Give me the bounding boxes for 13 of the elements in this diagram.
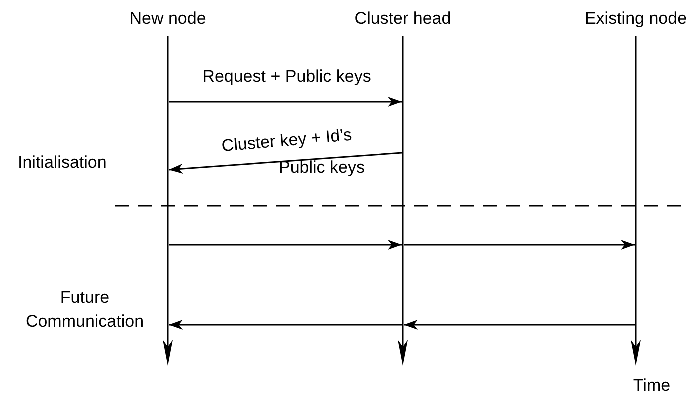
message-arrow	[169, 240, 402, 250]
annotation-text: Public keys	[278, 157, 366, 179]
message-arrow	[168, 152, 402, 174]
lifeline-heading: New node	[130, 8, 206, 30]
message-arrow	[169, 320, 402, 330]
message-arrow	[404, 240, 635, 250]
annotation-text: Future Communication	[24, 287, 146, 333]
lifeline-heading: Cluster head	[354, 8, 452, 30]
message-arrow	[404, 320, 635, 330]
annotation-text: Initialisation	[18, 152, 108, 174]
annotation-text: Time	[632, 375, 672, 397]
lifeline-heading: Existing node	[584, 8, 688, 30]
message-arrow	[169, 97, 402, 107]
